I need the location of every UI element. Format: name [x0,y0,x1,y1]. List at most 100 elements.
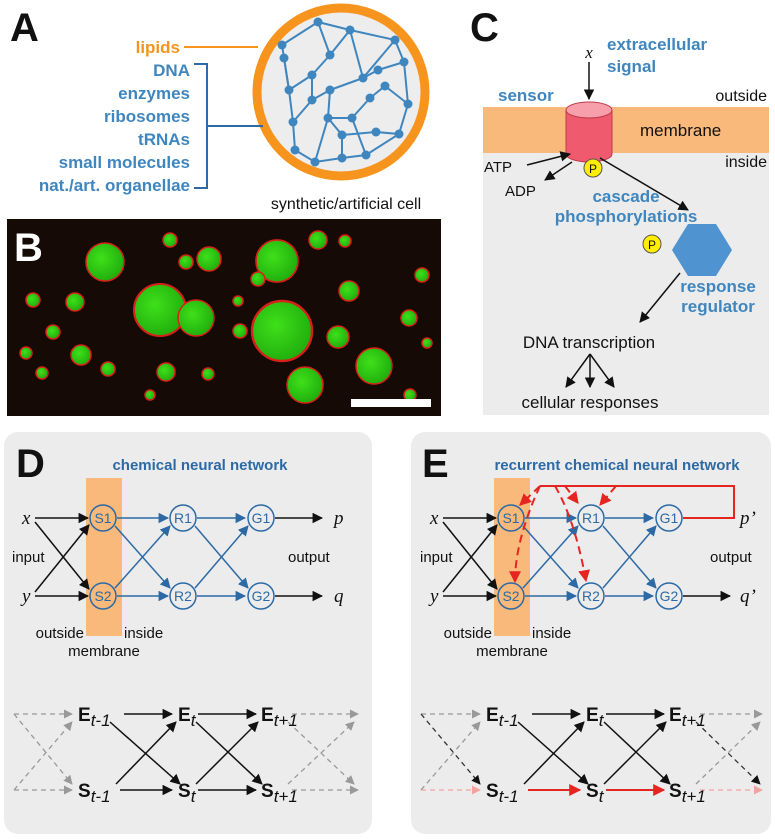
droplet [177,299,215,337]
dna-to-resp-arrow-1 [565,353,591,388]
droplet [286,366,324,404]
component-ribosomes: ribosomes [104,107,190,126]
svg-text:G2: G2 [660,588,679,604]
svg-text:S1: S1 [502,510,519,526]
svg-text:S1: S1 [94,510,111,526]
droplet [178,254,194,270]
inside-label: inside [725,154,767,171]
y-label-e: y [428,586,439,607]
droplet [232,295,244,307]
dna-to-resp-arrow-3 [589,353,615,388]
component-organellae: nat./art. organellae [39,176,190,195]
membrane-label-d: membrane [68,643,140,660]
node-r1-e: R1 [577,504,605,532]
droplet [144,389,156,401]
panel-c: P P x extracellular signal sensor outsid… [483,35,769,415]
droplet [326,325,350,349]
cell-membrane [483,107,769,153]
e-now-d: Et [178,705,197,730]
e-prev-d: Et-1 [78,705,111,730]
components-bracket [194,63,208,189]
node-s2-d: S2 [89,582,117,610]
node-r2-e: R2 [577,582,605,610]
droplet [355,347,393,385]
edges-d [114,512,249,602]
droplet [132,282,188,338]
dna-transcription-label: DNA transcription [523,333,655,352]
outputs-d [275,512,324,602]
panel-d-title: chemical neural network [112,457,288,474]
node-s2-e: S2 [497,582,525,610]
lipids-label: lipids [136,38,180,57]
svg-text:R1: R1 [582,510,600,526]
droplet [35,366,49,380]
atp-arrow [526,151,572,166]
edges-e [522,512,657,602]
s-now-d: St [178,781,197,806]
e-now-e: Et [586,705,605,730]
cascade-arrow [599,157,689,211]
droplet [65,292,85,312]
panel-a: lipids DNA enzymes ribosomes tRNAs small… [39,3,430,213]
q-label-e: q’ [740,586,756,607]
p-label-d: p [332,508,344,529]
s-prev-e: St-1 [486,781,519,806]
droplet [100,361,116,377]
droplet [250,271,266,287]
extracellular-label: extracellular [607,35,708,54]
membrane-label-e: membrane [476,643,548,660]
x-label-e: x [429,508,439,529]
panel-label-a: A [10,6,39,50]
svg-text:G1: G1 [660,510,679,526]
component-small-molecules: small molecules [59,153,190,172]
s-prev-d: St-1 [78,781,111,806]
droplet [19,346,33,360]
s-now-e: St [586,781,605,806]
panel-label-d: D [16,442,45,486]
phosphorylations-label: phosphorylations [555,207,698,226]
inputs-e [442,512,498,602]
svg-text:R1: R1 [174,510,192,526]
node-r2-d: R2 [169,582,197,610]
membrane-band-d [86,478,122,636]
droplet [421,337,433,349]
inside-label-e: inside [532,625,571,642]
signal-label: signal [607,57,656,76]
droplet [45,324,61,340]
component-dna: DNA [153,61,190,80]
panel-b-micrograph [7,219,441,416]
node-g2-e: G2 [655,582,683,610]
droplet [338,280,360,302]
membrane-label: membrane [640,121,721,140]
e-next-d: Et+1 [261,705,298,730]
outside-label-e: outside [444,625,492,642]
node-r1-d: R1 [169,504,197,532]
outside-label-d: outside [36,625,84,642]
droplet [85,242,125,282]
droplet [162,232,178,248]
inside-label-d: inside [124,625,163,642]
e-prev-e: Et-1 [486,705,519,730]
node-g1-d: G1 [247,504,275,532]
scale-bar [351,399,431,407]
p-label-e: p’ [738,508,756,529]
node-g2-d: G2 [247,582,275,610]
s-next-e: St+1 [669,781,706,806]
component-enzymes: enzymes [118,84,190,103]
outside-label: outside [715,88,767,105]
response-regulator-hexagon [672,224,732,276]
svg-text:S2: S2 [502,588,519,604]
svg-text:R2: R2 [582,588,600,604]
sequence-d: Et-1 Et Et+1 St-1 St St+1 [13,705,359,806]
svg-text:P: P [648,238,656,252]
cytoplasm-bg [483,153,769,415]
droplet [400,309,418,327]
droplet [255,239,299,283]
droplet [196,246,222,272]
y-label-d: y [20,586,31,607]
svg-text:P: P [589,162,597,176]
cascade-label: cascade [592,187,659,206]
panel-e-title: recurrent chemical neural network [494,457,740,474]
droplets [19,230,433,404]
